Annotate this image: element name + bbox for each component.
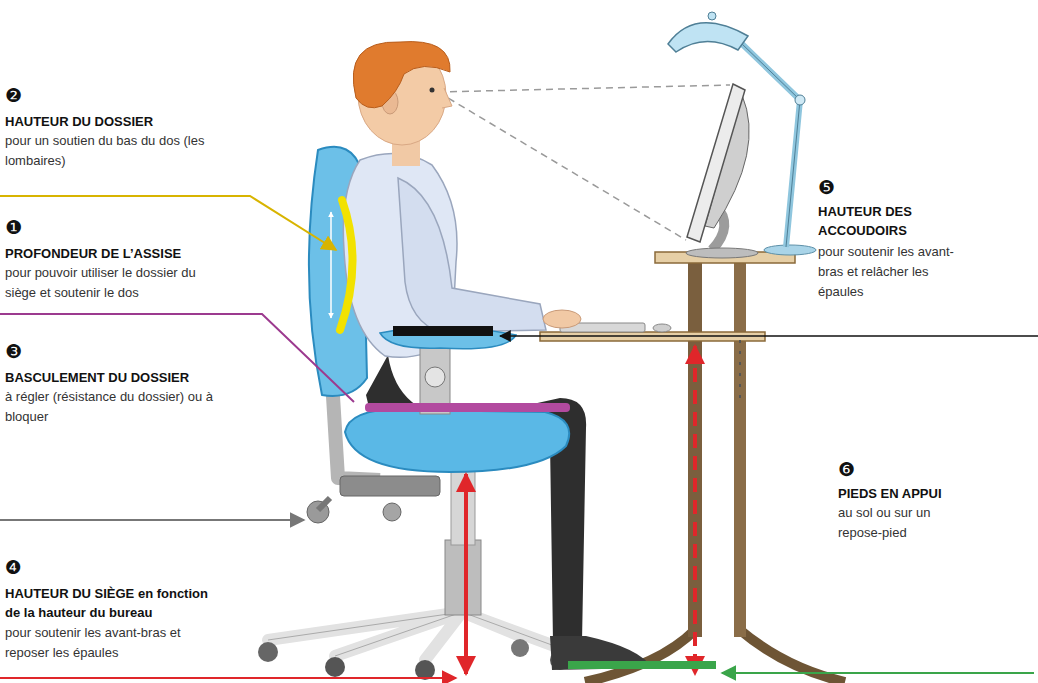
chair-base: [258, 470, 570, 680]
leader-line: [0, 677, 456, 679]
callout-text: pour pouvoir utiliser le dossier du sièg…: [5, 263, 215, 303]
lumbar-curve: [340, 200, 353, 330]
chair-legs: [268, 612, 560, 660]
armrest-knob: [425, 367, 445, 387]
gas-cylinder: [445, 540, 481, 615]
eye: [430, 88, 435, 93]
callout-number: ❻: [838, 458, 898, 480]
monitor: [686, 84, 758, 258]
leader-line: [0, 519, 304, 521]
wheel: [325, 657, 345, 677]
sight-line: [438, 85, 730, 92]
chair-legs-outline: [268, 612, 560, 656]
hand: [543, 310, 581, 328]
monitor-screen: [687, 84, 745, 242]
hair: [353, 42, 450, 108]
seat-height-arrow: [464, 474, 468, 674]
sight-lines: [438, 85, 730, 240]
callout-number: ❹: [5, 556, 65, 578]
callout-heading: PROFONDEUR DE L’ASSISE: [5, 244, 265, 263]
arm: [398, 178, 546, 332]
chair-column: [451, 470, 475, 545]
armrest-pad: [380, 327, 516, 349]
lumbar-arrow: [330, 212, 332, 318]
desk-height-arrow: [693, 346, 697, 674]
desk: [540, 252, 845, 682]
callout-text: au sol ou sur un repose-pied: [838, 503, 968, 543]
lamp-base: [764, 245, 816, 255]
sight-line: [438, 92, 686, 240]
mouse: [653, 324, 671, 332]
desk-lamp: [668, 12, 816, 255]
callout-heading: HAUTEUR DES ACCOUDOIRS: [818, 202, 943, 240]
seat-cushion: [345, 409, 569, 472]
callout-number: ❺: [818, 176, 878, 198]
lamp-arm: [740, 42, 800, 247]
seat-depth-bar: [365, 403, 570, 412]
tilt-mechanism: [340, 476, 440, 496]
leader-line: [500, 335, 1038, 337]
armrest-height-bar: [393, 326, 493, 336]
callout-text: pour soutenir les avant-bras et reposer …: [5, 623, 215, 663]
lamp-knob: [708, 12, 716, 20]
callout-text: pour un soutien du bas du dos (les lomba…: [5, 131, 205, 171]
desk-detail: [739, 340, 741, 400]
callout-number: ❷: [5, 84, 65, 106]
armrest: [380, 327, 516, 414]
callout-text: à régler (résistance du dossier) ou à bl…: [5, 387, 220, 427]
lamp-joint: [795, 95, 805, 105]
callout-heading: HAUTEUR DU SIÈGE en fonction de la haute…: [5, 584, 220, 622]
leader-line: [0, 314, 354, 402]
desk-leg: [734, 262, 746, 637]
wheel: [511, 639, 529, 657]
wheel: [258, 642, 278, 662]
callout-heading: PIEDS EN APPUI: [838, 484, 1018, 503]
lamp-arm-outline: [740, 42, 800, 247]
footrest-bar: [568, 661, 716, 669]
desk-foot: [740, 630, 845, 682]
person: [366, 355, 652, 670]
callout-number: ❸: [5, 340, 65, 362]
callout-heading: BASCULEMENT DU DOSSIER: [5, 368, 265, 387]
callout-text: pour soutenir les avant-bras et relâcher…: [818, 242, 968, 302]
lamp-head: [668, 23, 748, 52]
highlights: [331, 200, 716, 674]
leader-lines: [0, 196, 1038, 678]
trousers: [366, 355, 586, 642]
callout-heading: HAUTEUR DU DOSSIER: [5, 112, 265, 131]
person-upper: [343, 42, 581, 358]
monitor-base: [686, 248, 758, 258]
leader-line: [722, 672, 1034, 674]
height-lever: [383, 503, 401, 521]
callout-number: ❶: [5, 216, 65, 238]
nose: [442, 88, 452, 108]
desk-leg: [688, 262, 702, 637]
leader-line: [0, 196, 336, 250]
tilt-lever: [318, 498, 330, 510]
